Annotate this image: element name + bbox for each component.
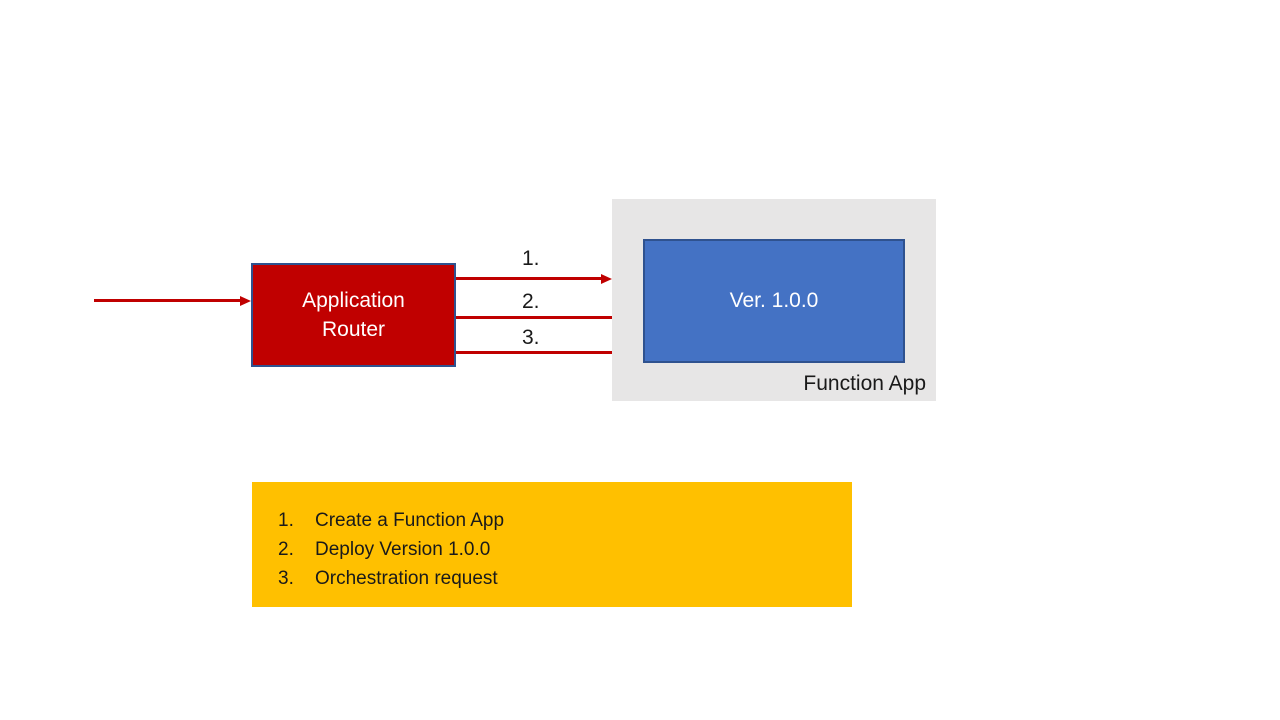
legend-item-number: 2. — [278, 539, 294, 560]
legend-item-text: Orchestration request — [315, 568, 498, 589]
legend-item-number: 3. — [278, 568, 294, 589]
legend-item-text: Deploy Version 1.0.0 — [315, 539, 491, 560]
arrow-1-label: 1. — [522, 247, 540, 270]
arrow-2 — [456, 316, 632, 319]
version-box-label: Ver. 1.0.0 — [729, 289, 819, 312]
legend-box: 1. Create a Function App 2. Deploy Versi… — [252, 482, 852, 607]
application-router-box: Application Router — [251, 263, 456, 367]
version-box: Ver. 1.0.0 — [643, 239, 905, 363]
legend-item: 1. Create a Function App — [278, 506, 832, 535]
arrow-3 — [456, 351, 632, 354]
legend-item-number: 1. — [278, 510, 294, 531]
function-app-label: Function App — [803, 372, 926, 395]
function-app-container: Ver. 1.0.0 Function App — [612, 199, 936, 401]
legend-item-text: Create a Function App — [315, 510, 505, 531]
arrow-3-label: 3. — [522, 326, 540, 349]
legend-item: 2. Deploy Version 1.0.0 — [278, 535, 832, 564]
arrow-1 — [456, 277, 601, 280]
arrow-2-label: 2. — [522, 290, 540, 313]
application-router-label: Application Router — [302, 289, 405, 341]
legend-item: 3. Orchestration request — [278, 564, 832, 593]
incoming-request-arrow — [94, 299, 240, 302]
